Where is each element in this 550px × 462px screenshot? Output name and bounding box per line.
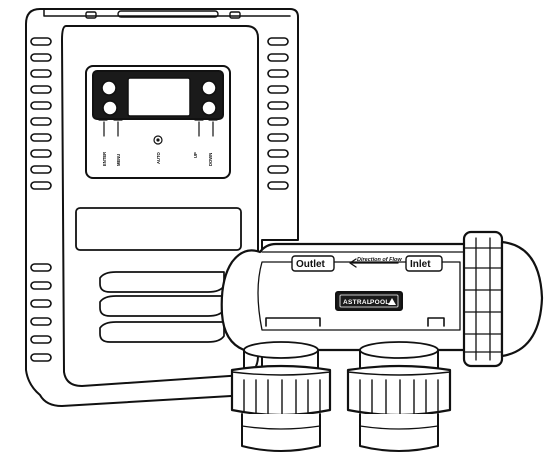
top-clip-left bbox=[85, 11, 97, 19]
outlet-badge bbox=[291, 255, 335, 272]
inlet-collar bbox=[462, 230, 504, 368]
down-label: DOWN bbox=[208, 153, 213, 166]
front-vents bbox=[99, 271, 225, 343]
up-label: UP bbox=[193, 152, 198, 158]
up-button[interactable] bbox=[201, 80, 217, 96]
menu-label: MENU bbox=[116, 154, 121, 166]
inlet-label: Inlet bbox=[410, 259, 431, 270]
brand-astral: ASTRAL bbox=[343, 299, 371, 306]
electrolysis-cell: Outlet Inlet Direction of Flow ASTRAL PO… bbox=[220, 230, 544, 452]
lcd-display bbox=[127, 77, 191, 117]
keypad-panel bbox=[85, 65, 231, 179]
label-plate bbox=[75, 207, 242, 251]
brand-logo-icon bbox=[388, 298, 396, 305]
top-clip-right bbox=[229, 11, 241, 19]
enter-button[interactable] bbox=[101, 80, 117, 96]
inlet-union-nut bbox=[346, 364, 452, 417]
auto-label: AUTO bbox=[156, 151, 161, 164]
top-clip-center bbox=[117, 10, 219, 18]
side-slots-left bbox=[30, 37, 52, 362]
enter-label: ENTER bbox=[102, 152, 107, 166]
menu-button[interactable] bbox=[102, 100, 118, 116]
side-slots-right bbox=[267, 37, 289, 190]
control-unit: ENTER MENU AUTO UP DOWN bbox=[25, 8, 299, 407]
inlet-badge bbox=[405, 255, 443, 272]
outlet-label: Outlet bbox=[296, 259, 326, 270]
end-cap bbox=[500, 240, 544, 358]
auto-indicator-icon bbox=[153, 135, 163, 145]
flow-direction-arrow-icon bbox=[349, 258, 399, 268]
down-button[interactable] bbox=[201, 100, 217, 116]
brand-pool: POOL bbox=[370, 299, 390, 306]
direction-of-flow-label: Direction of Flow bbox=[357, 257, 402, 263]
brand-plate bbox=[335, 291, 403, 311]
